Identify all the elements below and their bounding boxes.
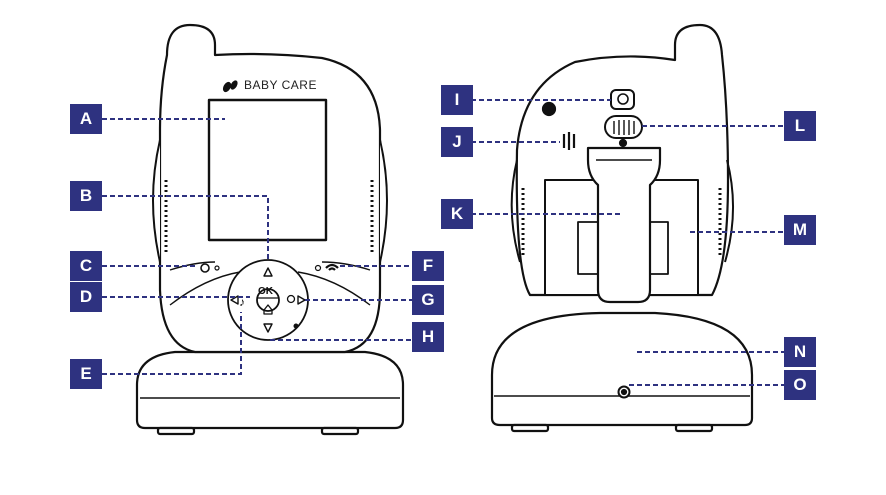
callout-i: I	[441, 85, 473, 115]
callout-g: G	[412, 285, 444, 315]
callout-e: E	[70, 359, 102, 389]
callout-c: C	[70, 251, 102, 281]
leader-e	[102, 312, 242, 375]
back-view	[490, 23, 754, 433]
front-foot-left	[156, 426, 196, 436]
right-arrow-icon	[297, 295, 306, 305]
leader-b	[102, 195, 269, 262]
back-foot-right	[674, 423, 714, 433]
front-grip-left	[152, 139, 161, 263]
power-button-icon	[200, 263, 210, 273]
music-note-icon: ♪	[239, 295, 245, 309]
callout-m: M	[784, 215, 816, 245]
up-arrow-icon	[263, 267, 273, 277]
microphone-hole	[293, 323, 299, 329]
callout-h: H	[412, 322, 444, 352]
signal-icon	[325, 263, 339, 271]
callout-b: B	[70, 181, 102, 211]
back-base	[490, 311, 754, 427]
callout-n: N	[784, 337, 816, 367]
brand-name: BABY CARE	[244, 78, 317, 92]
callout-l: L	[784, 111, 816, 141]
link-led	[314, 264, 322, 272]
callout-j: J	[441, 127, 473, 157]
camera-lens-center	[617, 93, 629, 105]
back-foot-left	[510, 423, 550, 433]
baby-feet-logo-icon	[222, 80, 238, 93]
front-panel-curve-left	[169, 271, 241, 306]
light-sensor	[541, 101, 557, 117]
belt-clip	[586, 146, 662, 304]
front-grip-right	[379, 139, 388, 263]
talk-icon	[286, 294, 296, 304]
callout-k: K	[441, 199, 473, 229]
callout-o: O	[784, 370, 816, 400]
power-led	[214, 265, 220, 271]
front-panel-curve-top-left	[169, 261, 216, 271]
down-arrow-icon	[263, 323, 273, 333]
front-foot-right	[320, 426, 360, 436]
callout-a: A	[70, 104, 102, 134]
home-icon	[263, 304, 273, 315]
ok-button	[256, 288, 280, 312]
back-grip-left	[510, 159, 521, 263]
back-grip-right	[724, 159, 735, 263]
reset-hole	[618, 138, 628, 148]
leader-lines	[102, 99, 784, 386]
power-jack-pin	[620, 388, 628, 396]
callout-d: D	[70, 282, 102, 312]
front-base	[135, 350, 405, 430]
callout-f: F	[412, 251, 444, 281]
front-view: ♪	[135, 23, 405, 436]
front-panel-curve-top-right	[321, 261, 371, 271]
speaker-grill-icon	[562, 132, 576, 150]
ok-button-label: OK	[258, 286, 273, 297]
